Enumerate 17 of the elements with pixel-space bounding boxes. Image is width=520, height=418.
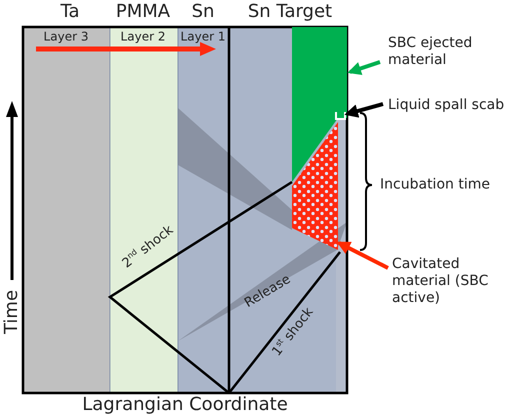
layer-label: Layer 2 <box>120 30 166 44</box>
bracket-label: Incubation time <box>380 177 490 193</box>
ejected-material-region <box>292 27 347 182</box>
arrow <box>344 102 384 118</box>
arrow <box>336 241 389 270</box>
axis-label: Time <box>2 290 22 334</box>
callout-text: Cavitated material (SBC active) <box>392 256 492 306</box>
arrow <box>347 60 381 75</box>
callout-text: SBC ejected material <box>388 35 508 69</box>
column-heading: Ta <box>60 2 80 22</box>
column-heading: PMMA <box>116 2 170 22</box>
column-heading: Sn Target <box>248 2 332 22</box>
layer-label: Layer 1 <box>180 30 226 44</box>
layer-label: Layer 3 <box>44 30 88 44</box>
callout-text: Liquid spall scab <box>388 97 520 114</box>
axis-label: Lagrangian Coordinate <box>82 395 288 415</box>
column-heading: Sn <box>192 2 214 22</box>
